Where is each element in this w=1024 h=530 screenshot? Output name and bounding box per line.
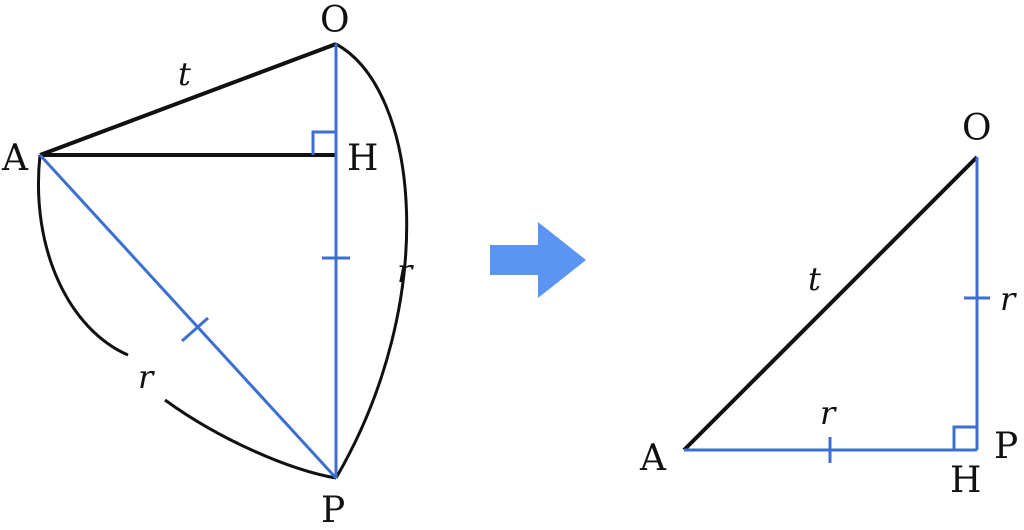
left-label-r-side: r — [397, 252, 414, 290]
right-arrow-icon — [490, 222, 586, 298]
right-label-h: H — [950, 460, 981, 501]
left-segment-ap — [38, 153, 338, 480]
right-label-o: O — [962, 108, 992, 149]
left-arc-o-to-p — [334, 42, 409, 479]
left-right-angle-marker — [311, 130, 336, 155]
left-figure: O A H P t r r — [1, 0, 414, 530]
left-label-p: P — [321, 490, 345, 530]
right-label-r-horizontal: r — [820, 394, 837, 432]
left-label-o: O — [320, 0, 350, 41]
right-label-a: A — [639, 438, 667, 479]
left-arc-a-to-p-lower — [164, 398, 337, 480]
right-segment-ao — [682, 155, 979, 452]
right-figure: O A H P t r r — [639, 108, 1018, 501]
left-label-h: H — [347, 138, 378, 179]
right-label-r-vertical: r — [1000, 280, 1017, 318]
left-tick-ap — [181, 316, 209, 343]
left-label-r-arc: r — [138, 358, 155, 396]
left-arc-a-to-p-upper — [37, 154, 129, 357]
left-label-a: A — [1, 138, 29, 179]
right-label-t: t — [808, 260, 821, 298]
left-label-t: t — [178, 55, 191, 93]
left-segment-ao — [39, 42, 337, 157]
right-right-angle-marker — [952, 425, 977, 450]
right-label-p: P — [994, 426, 1018, 467]
